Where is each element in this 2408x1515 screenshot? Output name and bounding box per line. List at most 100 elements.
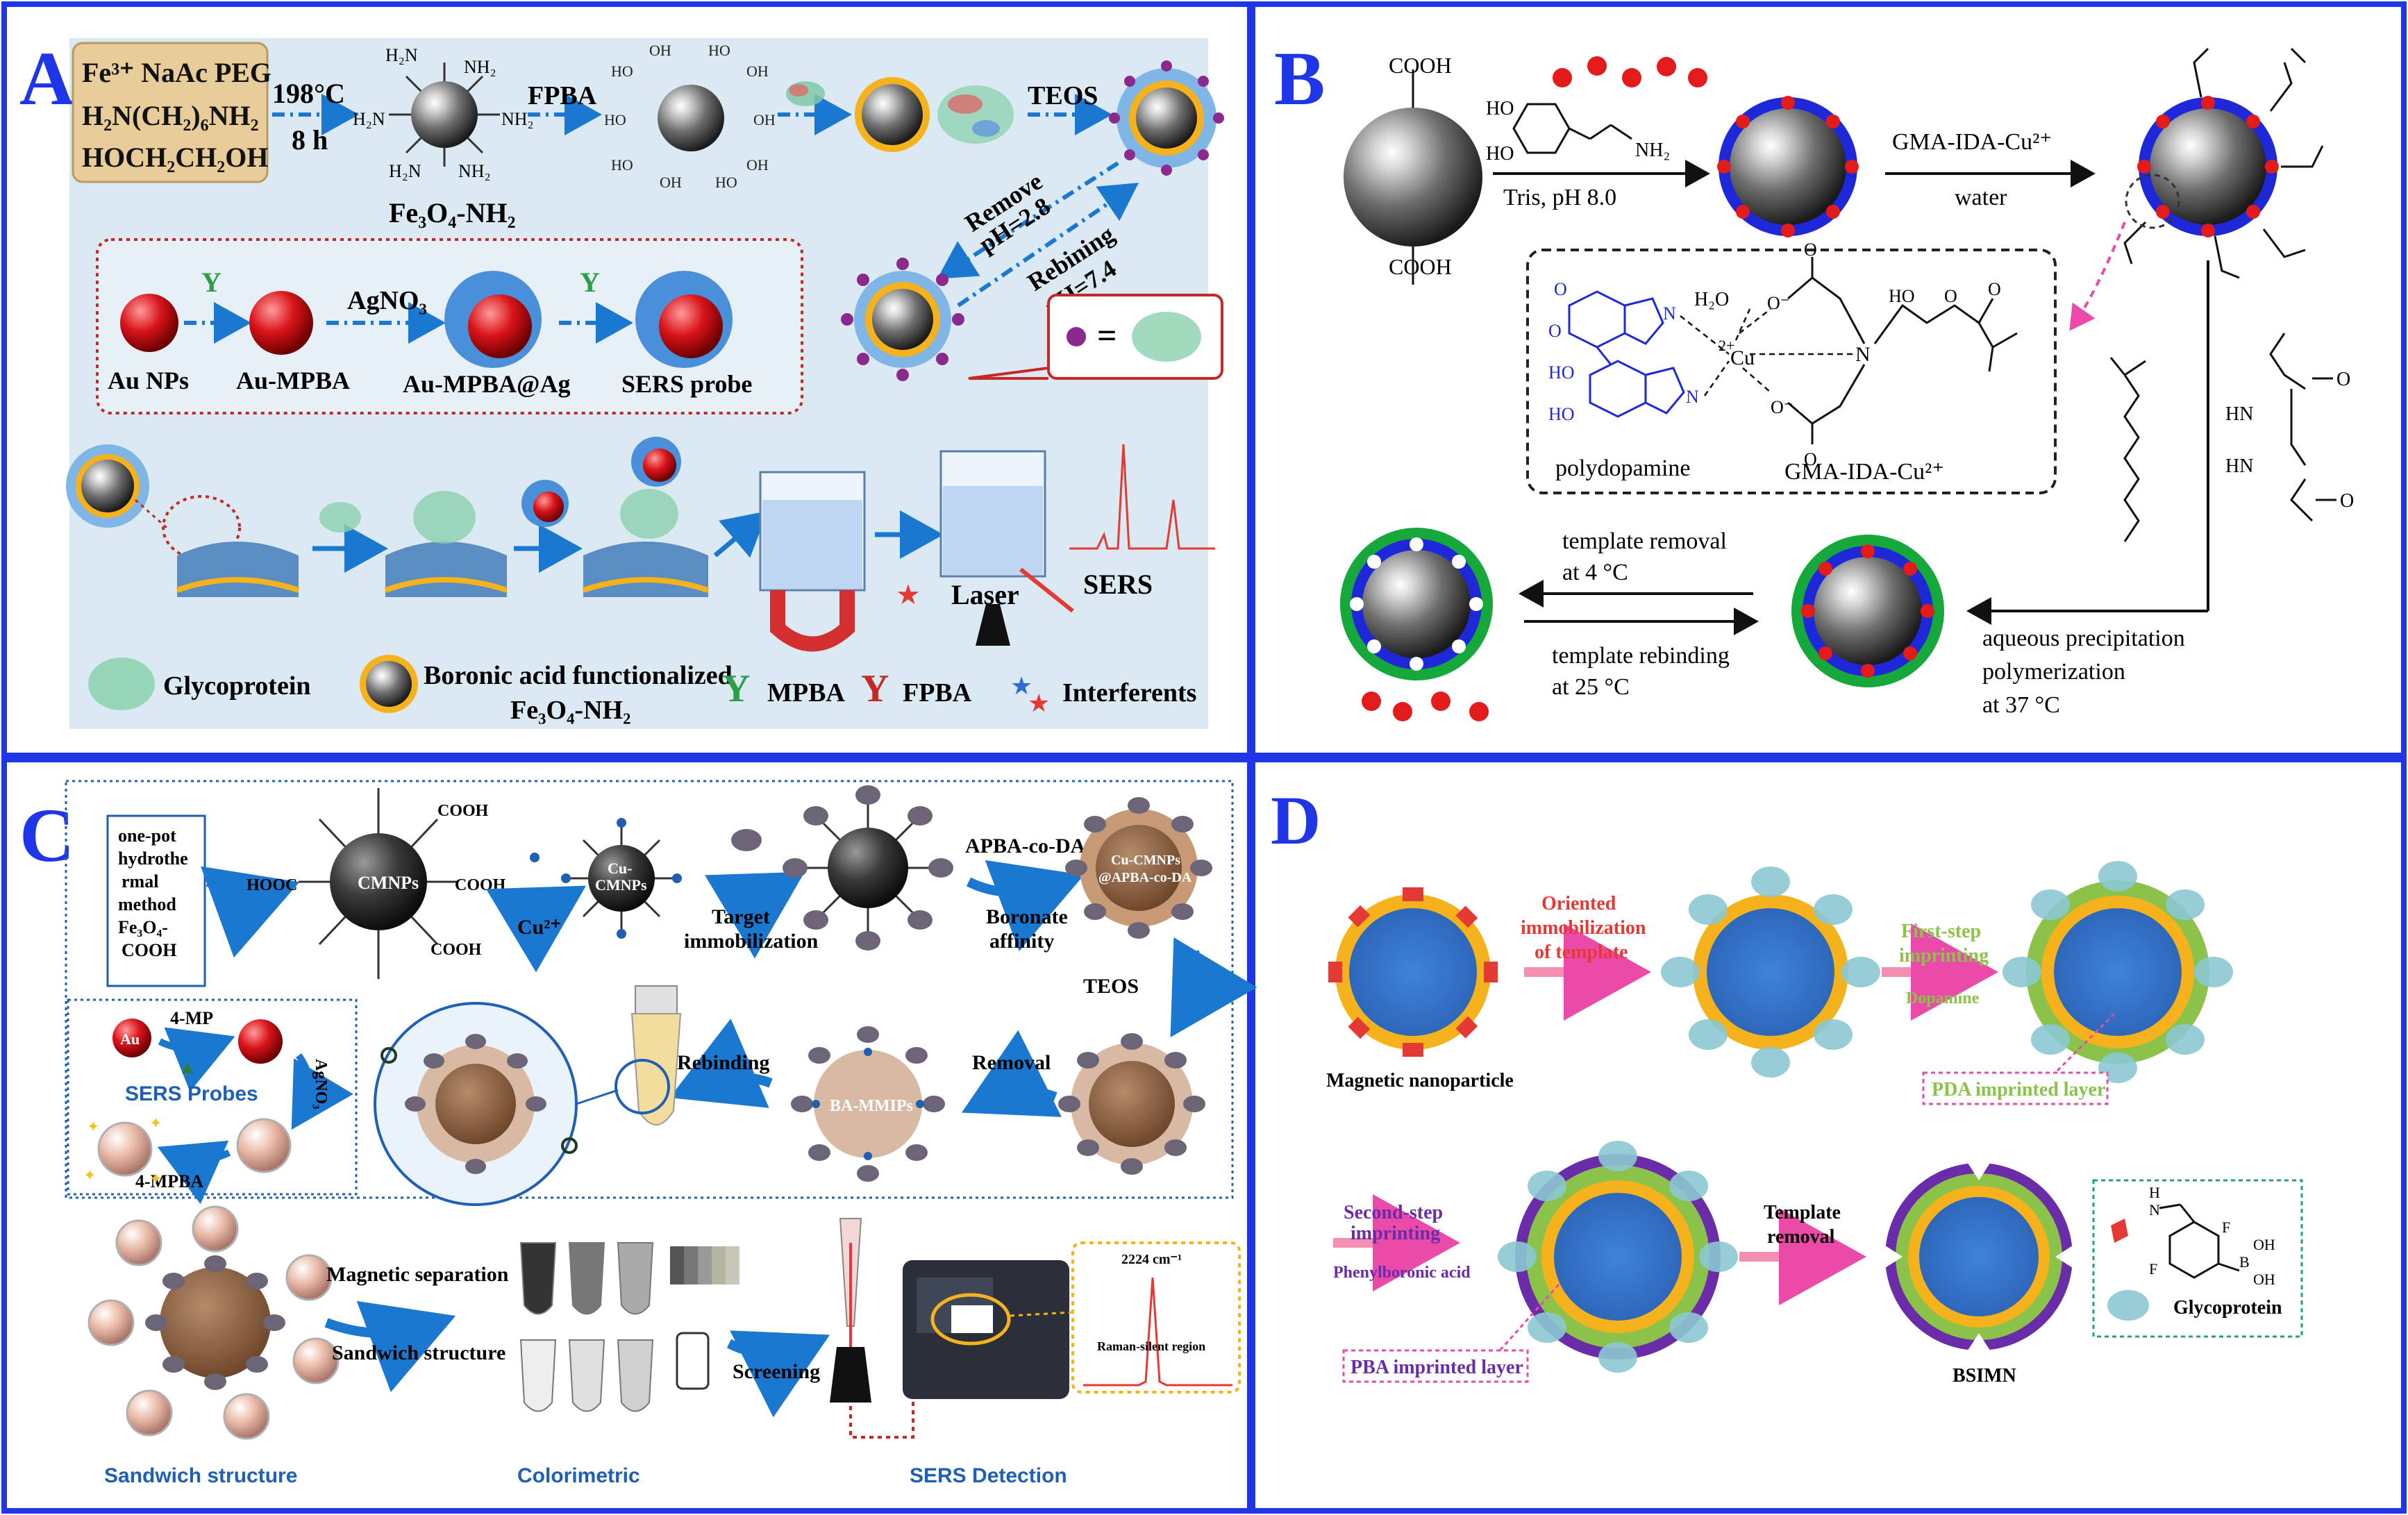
svg-text:HO: HO <box>611 156 633 174</box>
magnetic-sep-label: Magnetic separation <box>326 1263 509 1286</box>
gma-box-label: GMA-IDA-Cu²⁺ <box>1784 459 1944 485</box>
gold-shell-particle <box>855 77 1014 152</box>
fe-nh2-label: Fe₃O₄-NH₂ <box>389 197 516 228</box>
au-mpba-icon <box>249 291 313 355</box>
fpba-oh-1: OH <box>2253 1236 2275 1253</box>
magnet-icon <box>770 590 855 652</box>
legend-glyco-label: Glycoprotein <box>163 671 311 701</box>
coordination-bonds <box>1680 308 1854 396</box>
legend-boronic-2: Fe₃O₄-NH₂ <box>510 696 630 725</box>
of-template-label: of template <box>1535 941 1628 963</box>
mba-monomer: HN HN O O <box>2225 333 2354 522</box>
mpba-y-icon: Y <box>201 267 221 298</box>
arrow-c7 <box>669 1019 773 1108</box>
color-strip <box>670 1246 739 1284</box>
svg-text:OH: OH <box>649 42 671 59</box>
nip-particle <box>1340 528 1493 680</box>
zoomed-mip-particle <box>381 1034 578 1174</box>
cu-charge-label: 2+ <box>1719 337 1734 354</box>
svg-text:OH: OH <box>746 62 769 80</box>
arrow-c10 <box>157 1140 231 1205</box>
au-particle-c <box>112 1019 151 1057</box>
cu-apba-label-2: @APBA-co-DA <box>1098 870 1192 885</box>
svg-text:✦: ✦ <box>83 1166 96 1184</box>
beaker-1-liquid <box>762 500 862 589</box>
fpba-f-1: F <box>2222 1219 2230 1236</box>
protein-icon <box>786 81 825 106</box>
au-mpba-ag-icon <box>444 271 542 368</box>
reagent-line-1: Fe³⁺ NaAc PEG <box>82 57 271 88</box>
peak-label: 2224 cm⁻¹ <box>1121 1252 1182 1267</box>
sers-probe-small <box>521 480 569 527</box>
ida-o-bottom: O <box>1804 449 1817 469</box>
svg-text:H₂N: H₂N <box>385 45 418 65</box>
sers-probe-top <box>631 437 681 487</box>
rebinding-label-c: Rebinding <box>677 1051 769 1074</box>
red-group-icon <box>2111 1219 2128 1243</box>
au-mpba-ag-label: Au-MPBA@Ag <box>403 370 570 398</box>
tris-label: Tris, pH 8.0 <box>1503 185 1616 210</box>
smartphone-icon <box>676 1332 710 1390</box>
svg-text:OH: OH <box>753 111 776 128</box>
pda-layer-label: PDA imprinted layer <box>1932 1079 2105 1100</box>
mba-hn-2: HN <box>2225 455 2253 477</box>
cu-ion-dot <box>530 853 540 862</box>
condition-temp: 198°C <box>272 78 345 109</box>
screening-label: Screening <box>733 1360 820 1383</box>
imprinted-particle-mid <box>841 258 964 381</box>
condition-time: 8 h <box>292 124 328 156</box>
mp4-label: 4-MP <box>170 1008 213 1028</box>
polydopamine-label: polydopamine <box>1555 455 1691 481</box>
magnetic-np-particle <box>1328 887 1498 1057</box>
sers-probe-icon <box>635 271 733 368</box>
4mp-triangle <box>182 1062 193 1073</box>
removal-label-c: Removal <box>972 1051 1051 1074</box>
phenylboronic-label: Phenylboronic acid <box>1333 1264 1471 1282</box>
bsimn-particle <box>1883 1161 2075 1353</box>
reagent-line-2: H₂N(CH₂)₆NH₂ <box>82 100 259 131</box>
arrow-c5 <box>1170 937 1257 1038</box>
legend-fpba-label: FPBA <box>903 678 972 708</box>
at-4-label: at 4 °C <box>1562 560 1628 585</box>
zoom-connector <box>576 1089 619 1105</box>
gma-o-ester: O <box>1944 286 1957 306</box>
dopamine-structure <box>1512 103 1632 154</box>
colorimetric-tubes <box>519 1242 654 1412</box>
pda-o-2: O <box>1548 321 1562 341</box>
reagent-line-3: HOCH₂CH₂OH <box>82 142 268 173</box>
bottom-sandwich-label: Sandwich structure <box>104 1464 297 1487</box>
fpba-h: H <box>2149 1184 2160 1201</box>
teos-label-c: TEOS <box>1083 975 1139 998</box>
glycoprotein-icon <box>1132 312 1201 362</box>
fpba-structure <box>2159 1203 2240 1279</box>
legend-mpba-label: MPBA <box>767 678 845 708</box>
raman-spectrum <box>1083 1277 1232 1387</box>
immobilization-label: immobilization <box>684 930 819 953</box>
au-nps-label: Au NPs <box>108 367 189 394</box>
mpba4-label: 4-MPBA <box>135 1171 203 1191</box>
arrow-c9 <box>291 1053 353 1130</box>
agno3-label-a: AgNO₃ <box>347 286 427 315</box>
gma-ho: HO <box>1889 286 1915 306</box>
svg-text:✦: ✦ <box>149 1170 162 1187</box>
cu-cmnps-label-2: CMNPs <box>595 876 647 894</box>
imprinted-particle-top <box>1109 60 1224 176</box>
legend-pointer <box>968 367 1049 380</box>
template-rebinding-label: template rebinding <box>1552 643 1730 669</box>
polydopamine-structure <box>1568 290 1685 418</box>
arrow-c8 <box>158 1027 235 1092</box>
boronate-label: Boronate <box>986 905 1068 928</box>
h2o-label: H₂O <box>1694 289 1729 310</box>
interferent-stars: ★ <box>896 579 921 610</box>
pda-n-1: N <box>1663 303 1676 324</box>
method-2: hydrothe <box>118 848 188 869</box>
sers-probes-label: SERS Probes <box>125 1082 258 1105</box>
svg-text:H₂N: H₂N <box>353 109 385 129</box>
tube-zoom-circle <box>614 1059 670 1114</box>
bottom-color-label: Colorimetric <box>517 1464 640 1487</box>
legend-boronic-icon <box>360 655 418 713</box>
captured-protein <box>413 491 476 544</box>
